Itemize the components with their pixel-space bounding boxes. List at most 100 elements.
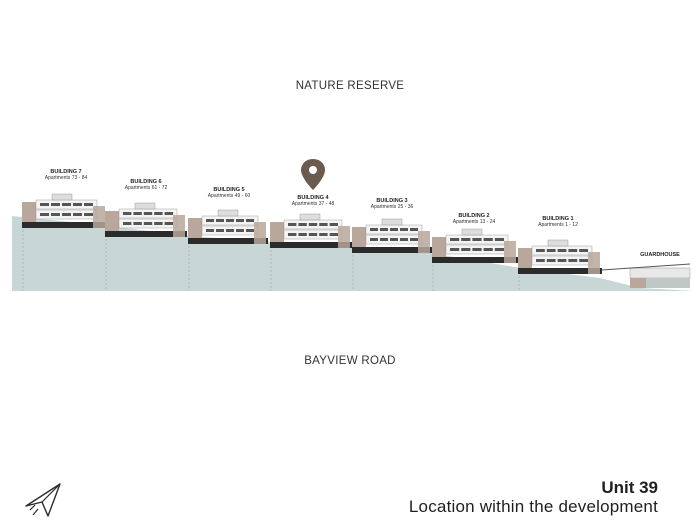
stone-wall — [504, 241, 516, 263]
stone-core — [270, 222, 284, 248]
window — [143, 212, 153, 215]
unit-subtitle: Location within the development — [408, 497, 658, 516]
window — [123, 212, 132, 215]
basement — [105, 231, 187, 237]
buildings-layer — [22, 193, 602, 291]
window — [494, 248, 504, 251]
roof-structure — [381, 218, 403, 226]
window — [73, 203, 82, 206]
building-name-label: BUILDING 2 — [458, 213, 489, 219]
window — [123, 222, 132, 225]
window — [154, 212, 163, 215]
window — [546, 259, 556, 262]
window — [246, 219, 254, 222]
basement — [22, 222, 107, 228]
window — [206, 219, 214, 222]
guardhouse-label: GUARDHOUSE — [640, 252, 680, 258]
window — [546, 249, 556, 252]
basement — [188, 238, 268, 244]
basement — [352, 247, 432, 253]
window — [206, 229, 214, 232]
roof-structure — [51, 193, 73, 201]
window — [308, 233, 318, 236]
window — [483, 248, 493, 251]
window — [390, 228, 398, 231]
building-7 — [22, 193, 107, 291]
window — [73, 213, 82, 216]
window — [216, 219, 224, 222]
window — [62, 213, 71, 216]
nature-reserve-label: NATURE RESERVE — [295, 80, 405, 92]
window — [40, 213, 49, 216]
window — [62, 203, 71, 206]
window — [216, 229, 224, 232]
window — [236, 219, 244, 222]
basement — [270, 242, 352, 248]
window — [557, 259, 567, 262]
window — [288, 223, 297, 226]
building-apartments-label: Apartments 61 - 72 — [125, 185, 168, 191]
basement — [432, 257, 518, 263]
bayview-road-label: BAYVIEW ROAD — [304, 355, 396, 367]
window — [84, 213, 93, 216]
building-apartments-label: Apartments 13 - 24 — [453, 219, 496, 225]
window — [461, 248, 471, 251]
roof-structure — [217, 209, 239, 217]
guardhouse: GUARDHOUSE — [601, 252, 691, 288]
building-apartments-label: Apartments 37 - 48 — [292, 201, 335, 207]
building-name-label: BUILDING 7 — [50, 169, 81, 175]
map-pin-icon — [301, 159, 325, 190]
building-4 — [270, 213, 352, 291]
window — [288, 233, 297, 236]
stone-core — [22, 202, 36, 228]
window — [133, 222, 142, 225]
roof-structure — [134, 202, 156, 210]
window — [308, 223, 318, 226]
building-2 — [432, 228, 518, 291]
stone-wall — [588, 252, 600, 274]
stone-core — [105, 211, 119, 237]
stone-wall — [173, 215, 185, 237]
window — [133, 212, 142, 215]
window — [51, 213, 60, 216]
stone-wall — [254, 222, 266, 244]
window — [579, 249, 588, 252]
building-name-label: BUILDING 3 — [376, 198, 407, 204]
window — [483, 238, 493, 241]
window — [390, 238, 398, 241]
window — [154, 222, 163, 225]
window — [536, 249, 545, 252]
paper-plane-logo-icon — [25, 483, 61, 517]
window — [51, 203, 60, 206]
stone-core — [188, 218, 202, 244]
basement — [518, 268, 602, 274]
stone-core — [518, 248, 532, 274]
stone-core — [352, 227, 366, 253]
building-1 — [518, 239, 602, 291]
window — [380, 238, 388, 241]
stone-wall — [338, 226, 350, 248]
roof-structure — [461, 228, 483, 236]
window — [410, 228, 418, 231]
window — [380, 228, 388, 231]
building-apartments-label: Apartments 1 - 12 — [538, 222, 578, 228]
window — [164, 222, 173, 225]
window — [579, 259, 588, 262]
building-apartments-label: Apartments 49 - 60 — [208, 193, 251, 199]
window — [329, 223, 338, 226]
window — [329, 233, 338, 236]
window — [370, 238, 378, 241]
window — [370, 228, 378, 231]
window — [568, 259, 578, 262]
building-3 — [352, 218, 432, 291]
window — [450, 248, 460, 251]
window — [410, 238, 418, 241]
stone-wall — [418, 231, 430, 253]
window — [400, 228, 408, 231]
window — [298, 233, 307, 236]
building-apartments-label: Apartments 25 - 36 — [371, 204, 414, 210]
window — [246, 229, 254, 232]
window — [494, 238, 504, 241]
building-name-label: BUILDING 6 — [130, 179, 161, 185]
